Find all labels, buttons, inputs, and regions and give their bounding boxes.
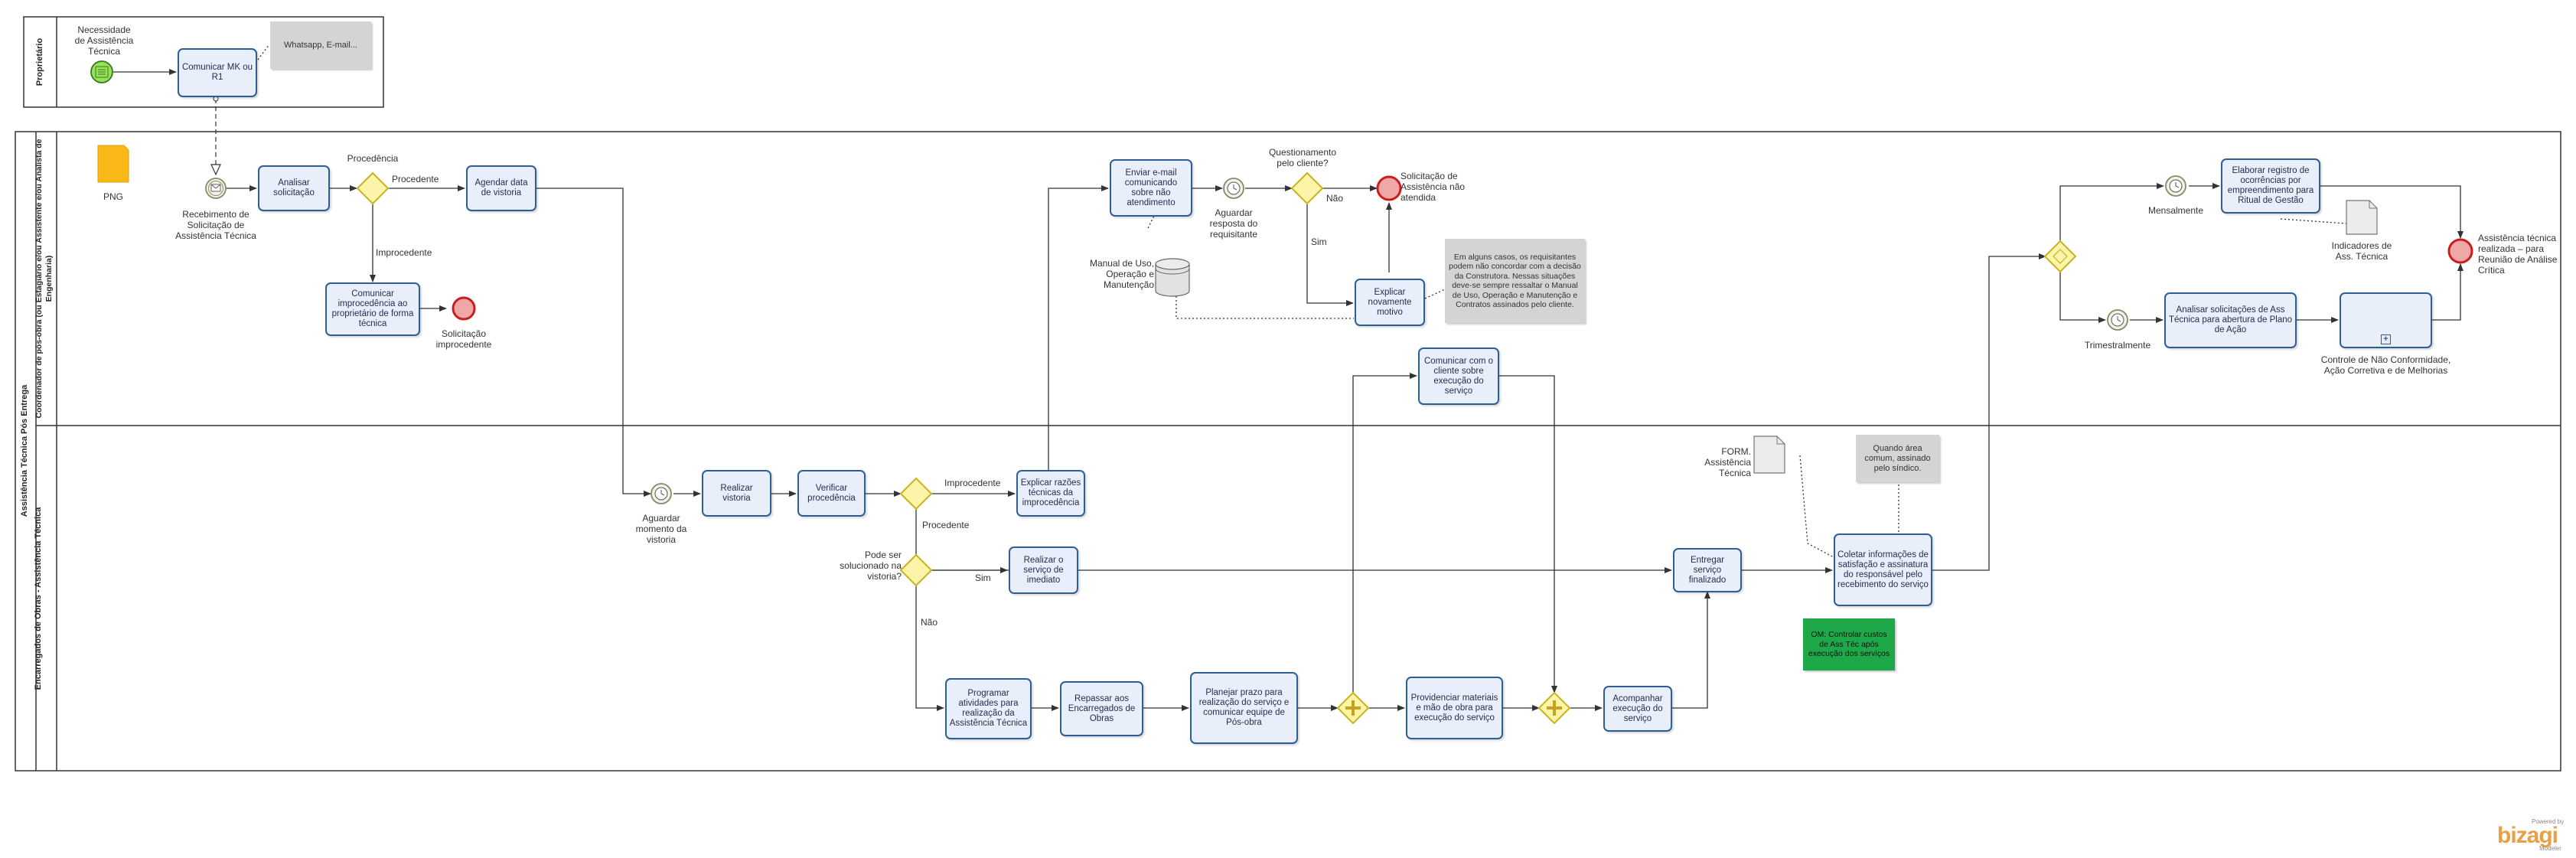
- task-provide-materials[interactable]: Providenciar materiais e mão de obra par…: [1406, 677, 1503, 739]
- label-monthly: Mensalmente: [2147, 205, 2204, 216]
- label-start-need: Necessidade de Assistência Técnica: [74, 24, 134, 57]
- label-end-not-attended: Solicitação de Assistência não atendida: [1400, 171, 1466, 203]
- label-end-rejected: Solicitação improcedente: [435, 328, 492, 350]
- task-communicate-rejection[interactable]: Comunicar improcedência ao proprietário …: [325, 282, 420, 336]
- label-form: FORM. Assistência Técnica: [1704, 446, 1751, 478]
- owner-lane-label: Proprietário: [35, 38, 44, 86]
- task-send-email[interactable]: Enviar e-mail comunicando sobre não aten…: [1110, 159, 1192, 217]
- brand-logo: bizagi: [2497, 823, 2558, 848]
- label-subprocess-control: Controle de Não Conformidade, Ação Corre…: [2320, 354, 2451, 376]
- gateway-questioned: [1290, 171, 1324, 205]
- task-do-service[interactable]: Realizar o serviço de imediato: [1009, 546, 1078, 594]
- indicators-document: [2346, 200, 2378, 235]
- timer-monthly: [2165, 175, 2186, 197]
- brand-suffix: Modeler: [2539, 845, 2561, 852]
- label-flow-improcedente: Improcedente: [376, 247, 432, 258]
- label-gateway-questioned: Questionamento pelo cliente?: [1268, 147, 1337, 168]
- task-explain-again[interactable]: Explicar novamente motivo: [1355, 279, 1425, 326]
- subprocess-plus-icon: +: [2381, 334, 2391, 344]
- note-cases: Em alguns casos, os requisitantes podem …: [1445, 239, 1585, 323]
- task-elaborate-report[interactable]: Elaborar registro de ocorrências por emp…: [2221, 158, 2320, 214]
- note-whatsapp: Whatsapp, E-mail...: [270, 21, 371, 69]
- label-flow-nao: Não: [1326, 193, 1344, 204]
- task-program-activities[interactable]: Programar atividades para realização da …: [945, 678, 1032, 739]
- png-artifact: [97, 145, 129, 183]
- task-explain-reasons[interactable]: Explicar razões técnicas da improcedênci…: [1016, 470, 1085, 517]
- task-collect-satisfaction[interactable]: Coletar informações de satisfação e assi…: [1834, 533, 1932, 606]
- label-flow-procedente-2: Procedente: [922, 520, 970, 530]
- note-common-area: Quando área comum, assinado pelo síndico…: [1856, 435, 1939, 482]
- label-flow-sim: Sim: [1311, 237, 1327, 247]
- end-event-rejected: [452, 296, 476, 321]
- associations: [257, 44, 2347, 558]
- gateway-procedencia: [356, 171, 390, 205]
- task-schedule-inspection[interactable]: Agendar data de vistoria: [466, 165, 536, 211]
- parallel-gateway-split: [1336, 691, 1370, 725]
- pool-title: Assistência Técnica Pós Entrega: [20, 384, 29, 517]
- label-flow-improcedente-2: Improcedente: [944, 478, 1001, 488]
- gateway-periodic: [2043, 240, 2077, 273]
- label-quarterly: Trimestralmente: [2084, 340, 2151, 351]
- label-png: PNG: [103, 191, 123, 202]
- label-gateway-procedencia: Procedência: [347, 153, 399, 164]
- task-verify[interactable]: Verificar procedência: [797, 470, 866, 517]
- label-await-visit: Aguardar momento da vistoria: [635, 513, 687, 545]
- timer-quarterly: [2107, 309, 2128, 331]
- task-plan-deadline[interactable]: Planejar prazo para realização do serviç…: [1190, 672, 1298, 744]
- task-pass-to-foremen[interactable]: Repassar aos Encarregados de Obras: [1060, 681, 1143, 736]
- label-await-reply: Aguardar resposta do requisitante: [1209, 207, 1258, 240]
- task-analyze-requests[interactable]: Analisar solicitações de Ass Técnica par…: [2164, 292, 2297, 348]
- label-flow-procedente: Procedente: [392, 174, 439, 184]
- task-deliver-service[interactable]: Entregar serviço finalizado: [1673, 548, 1742, 592]
- task-communicate-client[interactable]: Comunicar com o cliente sobre execução d…: [1418, 347, 1499, 405]
- label-receipt: Recebimento de Solicitação de Assistênci…: [175, 209, 256, 241]
- subprocess-control[interactable]: +: [2340, 292, 2432, 348]
- task-analyze-request[interactable]: Analisar solicitação: [258, 165, 330, 211]
- timer-await-visit: [651, 483, 672, 504]
- parallel-gateway-join: [1537, 691, 1571, 725]
- end-event-not-attended: [1376, 175, 1402, 201]
- main-pool: [15, 131, 2561, 772]
- label-flow-nao-2: Não: [921, 617, 938, 628]
- task-inspect[interactable]: Realizar vistoria: [702, 470, 771, 517]
- note-om-costs: OM: Controlar custos de Ass Téc após exe…: [1803, 618, 1895, 670]
- brand-powered-by: Powered by: [2532, 818, 2565, 825]
- task-communicate-mk[interactable]: Comunicar MK ou R1: [178, 48, 257, 97]
- message-start-receipt: [205, 178, 227, 199]
- timer-await-reply: [1223, 178, 1244, 199]
- label-indicators: Indicadores de Ass. Técnica: [2331, 240, 2392, 262]
- label-end-done: Assistência técnica realizada – para Reu…: [2478, 233, 2558, 276]
- label-gateway-can-solve: Pode ser solucionado na vistoria?: [840, 550, 902, 582]
- label-flow-sim-2: Sim: [975, 573, 991, 583]
- gateway-verify: [899, 477, 933, 511]
- end-event-done: [2447, 238, 2473, 264]
- gateway-can-solve: [899, 553, 933, 587]
- lane-foremen: Encarregados de Obras - Assistência Técn…: [34, 507, 43, 690]
- label-manual: Manual de Uso, Operação e Manutenção: [1089, 258, 1154, 290]
- form-document: [1753, 436, 1785, 474]
- task-follow-execution[interactable]: Acompanhar execução do serviço: [1603, 686, 1672, 732]
- start-event-need: [90, 60, 113, 83]
- manual-datastore: [1155, 258, 1190, 297]
- lane-coordinator: Coordenador de pós-obra (ou Estagiário e…: [34, 139, 54, 419]
